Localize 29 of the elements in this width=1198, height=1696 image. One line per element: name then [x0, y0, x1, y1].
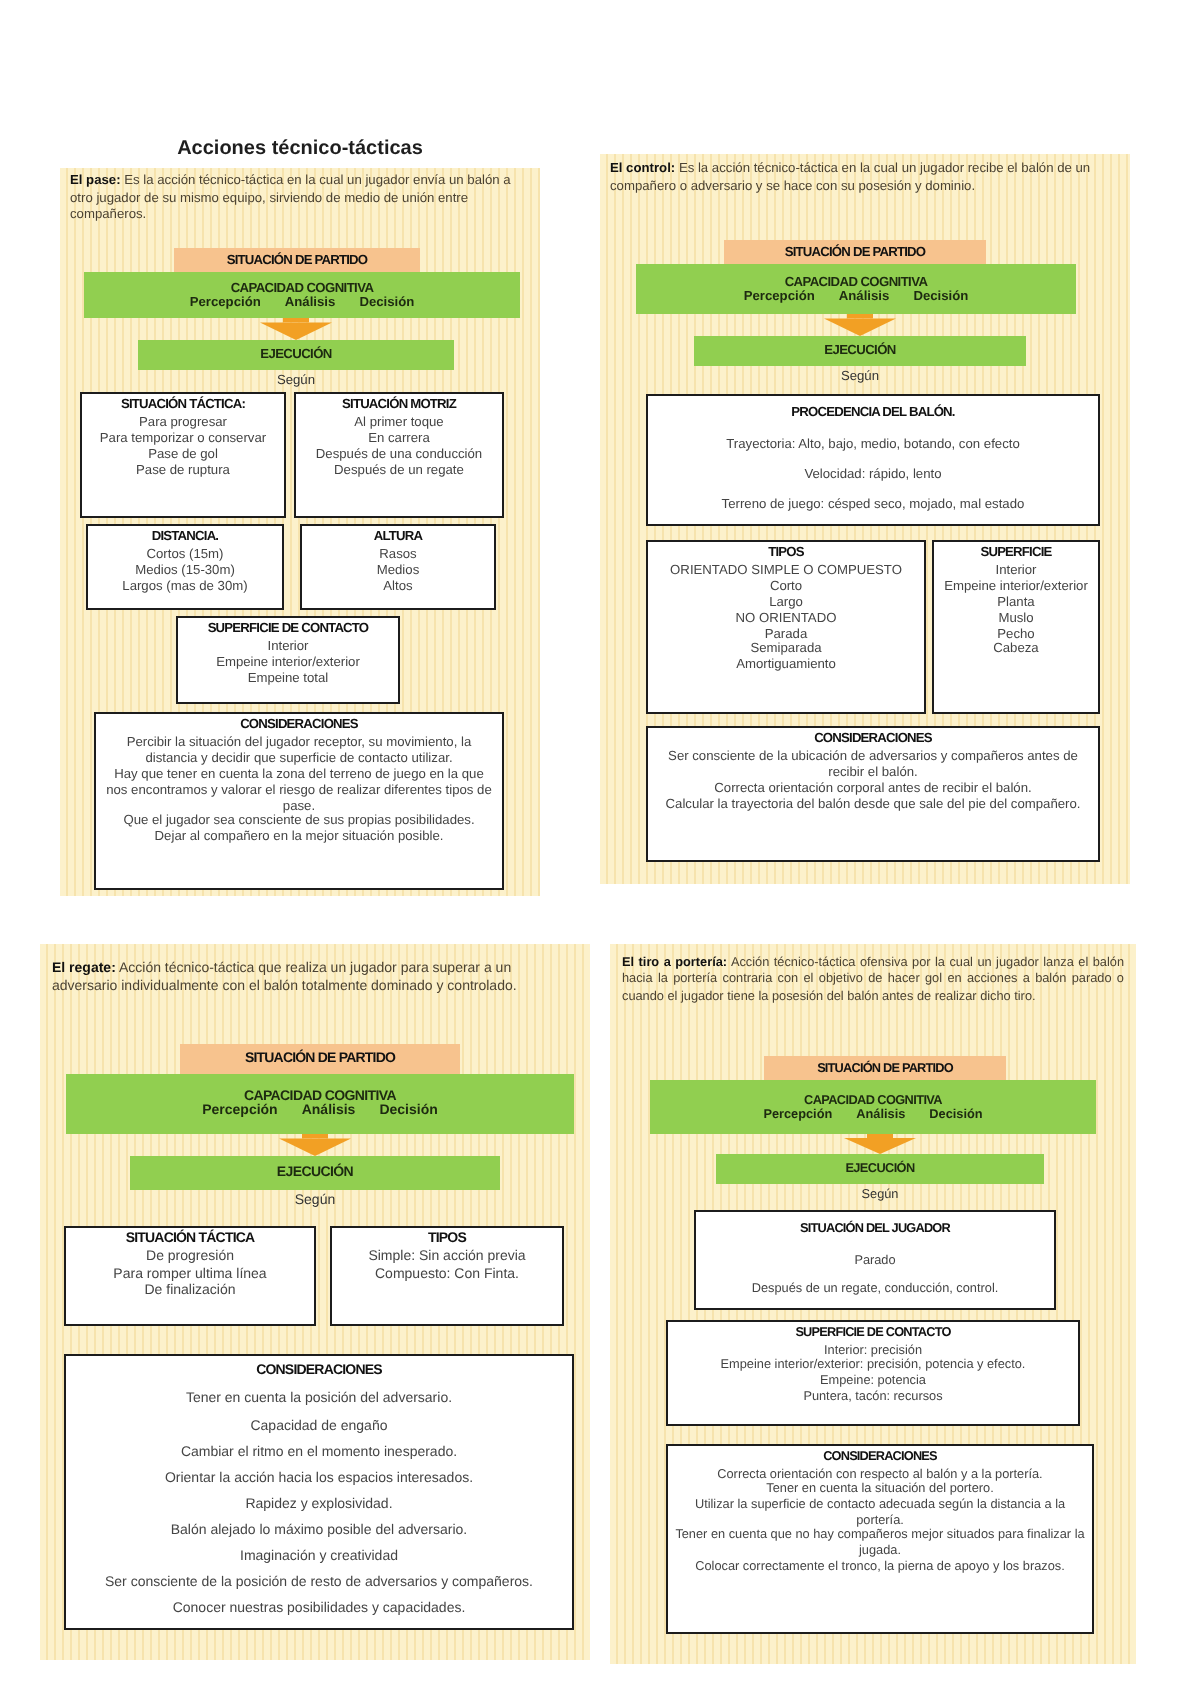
info-box [86, 524, 284, 610]
page-title: Acciones técnico-tácticas [175, 138, 425, 160]
info-box [64, 1354, 574, 1630]
info-box [294, 392, 504, 518]
arrow [824, 314, 896, 336]
info-box [94, 712, 504, 890]
info-box [64, 1226, 316, 1326]
info-box [694, 1210, 1056, 1310]
info-box [646, 540, 926, 714]
info-box [666, 1444, 1094, 1634]
info-box [80, 392, 286, 518]
info-panel [610, 944, 1136, 1664]
info-panel [60, 168, 540, 896]
cognition-band [66, 1074, 574, 1134]
arrow [260, 318, 332, 340]
info-box [330, 1226, 564, 1326]
arrow [279, 1134, 351, 1156]
arrow [844, 1134, 916, 1154]
info-panel [40, 944, 590, 1660]
cognition-band [636, 264, 1076, 314]
info-box [646, 394, 1100, 526]
cognition-band [650, 1080, 1096, 1134]
info-panel [600, 154, 1130, 884]
cognition-band [84, 272, 520, 318]
info-box [646, 726, 1100, 862]
info-box [932, 540, 1100, 714]
info-box [666, 1320, 1080, 1426]
info-box [300, 524, 496, 610]
info-box [176, 616, 400, 704]
